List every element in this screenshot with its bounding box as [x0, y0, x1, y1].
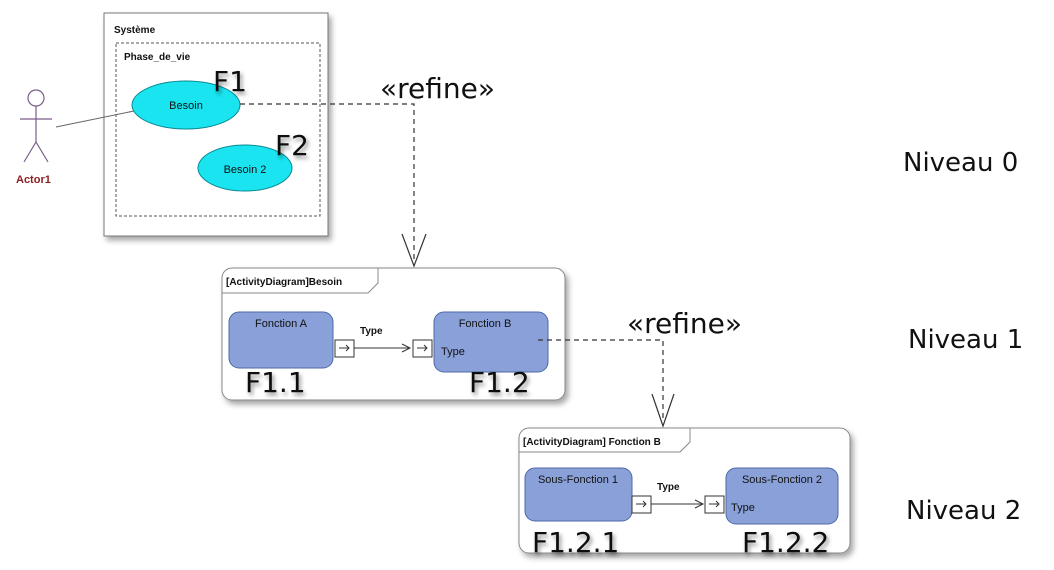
- action-fonction-a-label: Fonction A: [255, 318, 308, 330]
- pin-arrow-icon: [339, 344, 350, 352]
- action-sous-fonction-2-label: Sous-Fonction 2: [742, 474, 822, 486]
- usecase-besoin-2[interactable]: Besoin 2: [197, 144, 293, 192]
- flow-label-1: Type: [360, 326, 383, 337]
- usecase-besoin[interactable]: Besoin: [131, 80, 241, 130]
- refine-label-2: «refine»: [627, 307, 742, 340]
- actor-association: [55, 110, 135, 128]
- action-sous-fonction-2[interactable]: Sous-Fonction 2 Type: [725, 467, 839, 525]
- usecase-besoin-label: Besoin: [169, 100, 203, 112]
- tag-f1-1: F1.1: [245, 366, 306, 399]
- action-fonction-b-pin: Type: [441, 346, 465, 358]
- flow-arrowhead-icon: [401, 343, 412, 353]
- action-sous-fonction-1-label: Sous-Fonction 1: [538, 474, 618, 486]
- phase-title: Phase_de_vie: [124, 52, 191, 63]
- phase-package[interactable]: Phase_de_vie: [115, 42, 321, 217]
- flow-label-2: Type: [657, 482, 680, 493]
- refine-arrowhead-2: [651, 393, 675, 428]
- action-sous-fonction-1[interactable]: Sous-Fonction 1: [524, 467, 633, 522]
- pin-arrow-icon: [709, 500, 720, 508]
- tag-f1-2-2: F1.2.2: [742, 526, 829, 559]
- system-title: Système: [114, 25, 156, 36]
- action-sous-fonction-2-pin: Type: [731, 502, 755, 514]
- level-1-label: Niveau 1: [908, 325, 1023, 355]
- continuation-ellipsis: ...: [808, 552, 840, 570]
- level-0-label: Niveau 0: [903, 148, 1018, 178]
- pin-arrow-icon: [636, 500, 647, 508]
- level-2-label: Niveau 2: [906, 496, 1021, 526]
- actor-figure[interactable]: Actor1: [16, 89, 52, 186]
- action-fonction-a[interactable]: Fonction A: [228, 311, 334, 369]
- activity2-title: [ActivityDiagram] Fonction B: [523, 437, 661, 448]
- flow-arrowhead-icon: [694, 499, 705, 509]
- tag-f1-2-1: F1.2.1: [532, 526, 619, 559]
- action-fonction-b[interactable]: Fonction B Type: [433, 311, 549, 373]
- tag-f2: F2: [275, 129, 309, 162]
- pin-arrow-icon: [417, 344, 428, 352]
- usecase-besoin-2-label: Besoin 2: [224, 164, 267, 176]
- tag-f1: F1: [213, 65, 247, 98]
- refine-label-1: «refine»: [380, 72, 495, 105]
- refine-arrowhead-1: [401, 233, 427, 268]
- refine-dependency-1: [240, 103, 415, 262]
- tag-f1-2: F1.2: [469, 366, 530, 399]
- activity1-title: [ActivityDiagram]Besoin: [226, 277, 342, 288]
- action-fonction-b-label: Fonction B: [459, 318, 512, 330]
- actor-label: Actor1: [16, 174, 51, 186]
